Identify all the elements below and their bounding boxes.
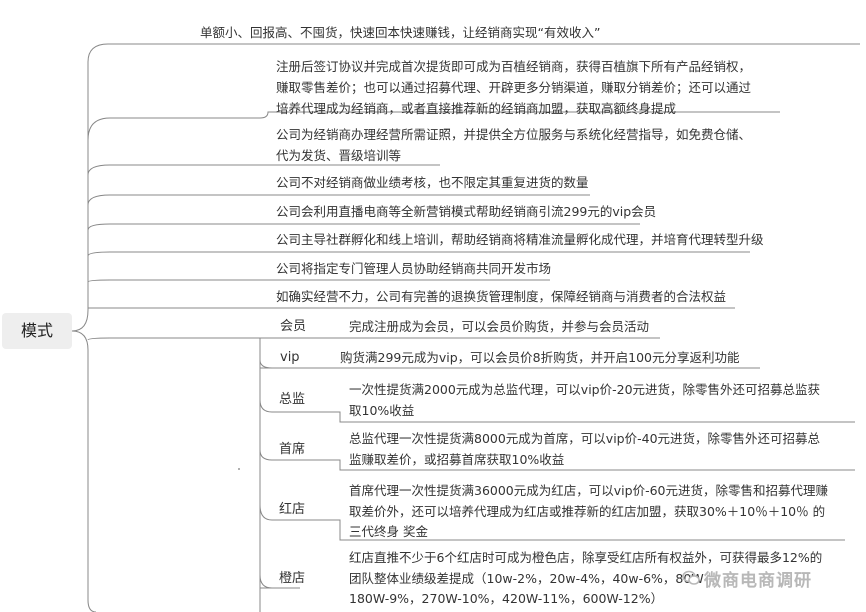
desc-line: 三代终身 奖金 [349,524,428,539]
branch-curve-4 [87,194,260,206]
desc-line: 取10%收益 [349,402,415,418]
level-label-director: 总监 [279,392,306,407]
branch-text-3: 公司为经销商办理经营所需证照，并提供全方位服务与系统化经营指导，如免费仓储、 代… [276,124,751,166]
level-label-chief: 首席 [279,442,306,457]
desc-line: 一次性提货满2000元成为总监代理，可以vip价-20元进货，除零售外还可招募总… [349,382,821,397]
level-desc-director: 一次性提货满2000元成为总监代理，可以vip价-20元进货，除零售外还可招募总… [349,380,820,421]
branch-line: 如确实经营不力，公司有完善的退换货管理制度，保障经销商与消费者的合法权益 [276,289,727,304]
level-desc-member: 完成注册成为会员，可以会员价购货，并参与会员活动 [349,317,649,338]
desc-line: 取差价外，还可以培养代理成为红店或推荐新的红店加盟，获取30%＋10％＋10％ … [349,503,826,519]
branch-line: 代为发货、晋级培训等 [276,148,402,163]
desc-line: 红店直推不少于6个红店时可成为橙色店，除享受红店所有权益外，可获得最多12%的 [349,550,823,565]
level-label-member: 会员 [280,319,307,334]
level-label-vip: vip [280,350,300,365]
level-label-orange: 橙店 [279,571,306,586]
level-desc-chief: 总监代理一次性提货满8000元成为首席，可以vip价-40元进货，除零售外还可招… [349,429,820,470]
branch-line: 公司不对经销商做业绩考核，也不限定其重复进货的数量 [276,175,589,190]
desc-line: 180W-9%，270W-10%，420W-11%，600W-12%） [349,591,664,606]
branch-curve-7 [87,279,260,283]
desc-line: 完成注册成为会员，可以会员价购货，并参与会员活动 [349,319,650,334]
branch-line: 公司会利用直播电商等全新营销模式帮助经销商引流299元的vip会员 [276,204,657,219]
desc-line: 总监代理一次性提货满8000元成为首席，可以vip价-40元进货，除零售外还可招… [349,431,821,446]
branch-text-6: 公司主导社群孵化和线上培训，帮助经销商将精准流量孵化成代理，并培育代理转型升级 [276,229,764,250]
branch-curve-5 [87,223,260,231]
branch-line: 赚取零售差价；也可以通过招募代理、开辟更多分销渠道，赚取分销差价；还可以通过 [276,80,752,95]
branch-line: 公司将指定专门管理人员协助经销商共同开发市场 [276,261,552,276]
level-curve-chief [259,449,300,461]
watermark-text: 微商电商调研 [704,570,812,591]
branch-line: 注册后签订协议并完成首次提货即可成为百植经销商，获得百植旗下所有产品经销权， [276,59,752,74]
branch-line: 单额小、回报高、不囤货，快速回本快速赚钱，让经销商实现“有效收入” [200,25,601,40]
level-desc-vip: 购货满299元成为vip，可以会员价8折购货，并开启100元分享返利功能 [340,348,739,369]
level-curve-director [259,399,300,413]
level-curve-vip [259,359,273,369]
branch-text-2: 注册后签订协议并完成首次提货即可成为百植经销商，获得百植旗下所有产品经销权， 赚… [276,56,751,119]
trunk-bottom [71,330,97,612]
desc-line: 团队整体业绩级差提成（10w-2%，20w-4%，40w-6%，80W [349,570,704,586]
branch-curve-3 [87,164,260,176]
level-underline-director [300,411,855,423]
branch-underline-2 [259,111,780,119]
branch-line: 公司为经销商办理经营所需证照，并提供全方位服务与系统化经营指导，如免费仓储、 [276,127,752,142]
branch-curve-6 [87,251,260,257]
branch-text-5: 公司会利用直播电商等全新营销模式帮助经销商引流299元的vip会员 [276,201,656,222]
root-node[interactable]: 模式 [2,313,72,349]
branch-curve-2 [87,117,260,141]
stray-dot [238,468,240,470]
level-underline-chief [300,459,855,471]
desc-line: 首席代理一次性提货满36000元成为红店，可以vip价-60元进货，除零售和招募… [349,483,828,498]
wechat-icon [682,570,700,585]
level-label-redstore: 红店 [279,502,306,517]
branch-line: 公司主导社群孵化和线上培训，帮助经销商将精准流量孵化成代理，并培育代理转型升级 [276,232,764,247]
level-underline-redstore [300,519,845,541]
branch-line: 培养代理成为经销商，或者直接推荐新的经销商加盟，获取高额终身提成 [276,101,677,116]
level-curve-redstore [259,504,300,521]
level-spine [87,337,260,341]
level-desc-redstore: 首席代理一次性提货满36000元成为红店，可以vip价-60元进货，除零售和招募… [349,481,828,543]
desc-line: 监赚取差价，或招募首席获取10%收益 [349,451,565,467]
branch-text-7: 公司将指定专门管理人员协助经销商共同开发市场 [276,258,551,279]
level-desc-orange: 红店直推不少于6个红店时可成为橙色店，除享受红店所有权益外，可获得最多12%的 … [349,548,822,610]
desc-line: 购货满299元成为vip，可以会员价8折购货，并开启100元分享返利功能 [340,350,740,365]
branch-text-8: 如确实经营不力，公司有完善的退换货管理制度，保障经销商与消费者的合法权益 [276,286,726,307]
branch-text-4: 公司不对经销商做业绩考核，也不限定其重复进货的数量 [276,172,589,193]
watermark: 微商电商调研 [682,565,812,591]
branch-text-1: 单额小、回报高、不囤货，快速回本快速赚钱，让经销商实现“有效收入” [200,22,600,43]
level-curve-orange [259,574,300,589]
